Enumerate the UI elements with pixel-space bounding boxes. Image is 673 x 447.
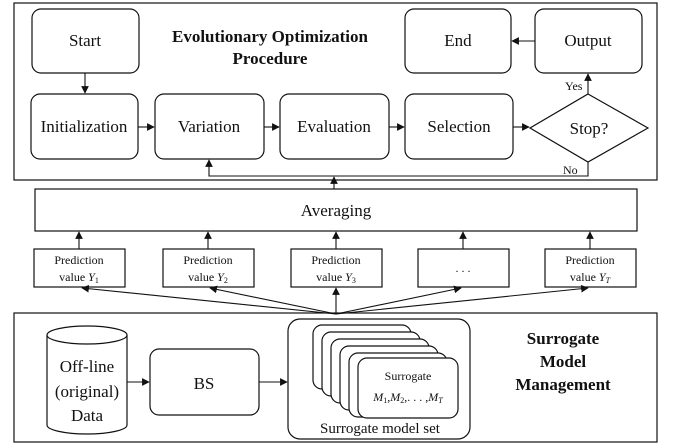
arrow-set-to-pred2 bbox=[209, 285, 337, 315]
offline-data-cylinder: Off-line (original) Data bbox=[46, 325, 128, 435]
surrogate-model-set: Surrogate M1,M2,. . . ,MT Surrogate mode… bbox=[287, 318, 471, 440]
arrow-no-loop bbox=[205, 159, 589, 177]
arrow-set-to-predx bbox=[335, 285, 462, 315]
variation-label: Variation bbox=[178, 117, 241, 136]
arrow-set-to-pred1 bbox=[81, 284, 337, 315]
arrow-set-to-predt bbox=[335, 284, 589, 315]
prediction-3-value: value Y3 bbox=[316, 270, 356, 285]
data-line2: (original) bbox=[55, 382, 119, 401]
bs-label: BS bbox=[194, 374, 215, 393]
evolution-title-line2: Procedure bbox=[233, 49, 308, 68]
data-line1: Off-line bbox=[60, 357, 114, 376]
output-node: Output bbox=[534, 8, 643, 74]
evolution-title-line1: Evolutionary Optimization bbox=[172, 27, 369, 46]
initialization-node: Initialization bbox=[30, 93, 139, 160]
evaluation-label: Evaluation bbox=[297, 117, 371, 136]
output-label: Output bbox=[564, 31, 612, 50]
prediction-2-value: value Y2 bbox=[188, 270, 228, 285]
prediction-2: Prediction value Y2 bbox=[162, 248, 255, 288]
model-card-front bbox=[357, 357, 459, 419]
prediction-2-label: Prediction bbox=[183, 253, 232, 267]
stop-decision: Stop? bbox=[528, 93, 650, 163]
mgmt-line2: Model bbox=[540, 352, 587, 371]
model-card-title: Surrogate bbox=[385, 369, 432, 383]
end-label: End bbox=[444, 31, 472, 50]
prediction-1-value: value Y1 bbox=[59, 270, 99, 285]
prediction-3: Prediction value Y3 bbox=[290, 248, 383, 288]
prediction-ellipsis-label: . . . bbox=[456, 261, 471, 275]
mgmt-line1: Surrogate bbox=[527, 329, 600, 348]
averaging-label: Averaging bbox=[301, 201, 372, 220]
prediction-1: Prediction value Y1 bbox=[33, 248, 126, 288]
start-label: Start bbox=[69, 31, 101, 50]
evaluation-node: Evaluation bbox=[279, 93, 390, 160]
data-line3: Data bbox=[71, 406, 104, 425]
prediction-ellipsis: . . . bbox=[417, 248, 510, 288]
prediction-3-label: Prediction bbox=[311, 253, 360, 267]
end-node: End bbox=[404, 8, 512, 74]
prediction-t-value: value YT bbox=[570, 270, 611, 285]
surrogate-set-label: Surrogate model set bbox=[320, 421, 441, 437]
prediction-1-label: Prediction bbox=[54, 253, 103, 267]
selection-node: Selection bbox=[404, 93, 514, 160]
yes-label: Yes bbox=[565, 79, 583, 93]
stop-label: Stop? bbox=[570, 119, 609, 138]
mgmt-line3: Management bbox=[515, 375, 611, 394]
initialization-label: Initialization bbox=[41, 117, 128, 136]
start-node: Start bbox=[31, 8, 140, 74]
no-label: No bbox=[563, 163, 578, 177]
selection-label: Selection bbox=[427, 117, 491, 136]
prediction-t: Prediction value YT bbox=[544, 248, 637, 288]
model-card-models: M1,M2,. . . ,MT bbox=[372, 390, 443, 405]
variation-node: Variation bbox=[154, 93, 265, 160]
bs-node: BS bbox=[149, 348, 260, 416]
surrogate-frame bbox=[13, 312, 658, 443]
averaging-box bbox=[34, 188, 638, 232]
prediction-t-label: Prediction bbox=[565, 253, 614, 267]
